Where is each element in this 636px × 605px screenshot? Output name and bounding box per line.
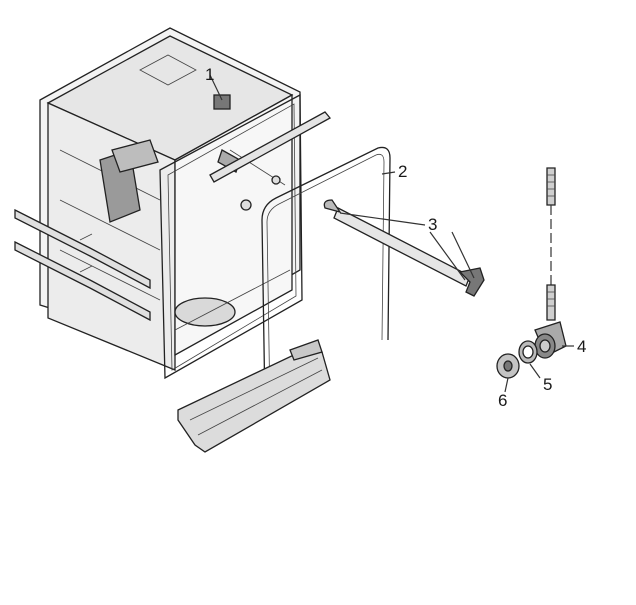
dishwasher-tub	[39, 27, 303, 380]
callout-labels: 1 2 3 4 5 6	[205, 65, 586, 410]
top-rail	[209, 111, 332, 183]
side-rails	[14, 208, 151, 322]
bottom-trim-plates	[177, 339, 331, 453]
door-gasket-part-2	[261, 146, 391, 409]
ring-part-5	[518, 340, 538, 364]
callout-2: 2	[398, 162, 407, 181]
callout-3: 3	[428, 215, 437, 234]
leader-lines	[209, 74, 574, 393]
callout-1: 1	[205, 65, 214, 84]
spray-pipe-part-3	[323, 199, 485, 297]
callout-6: 6	[498, 391, 507, 410]
callout-4: 4	[577, 337, 586, 356]
nut-part-6	[496, 353, 520, 379]
callout-5: 5	[543, 375, 552, 394]
inlet-hose-part-4	[534, 167, 567, 359]
